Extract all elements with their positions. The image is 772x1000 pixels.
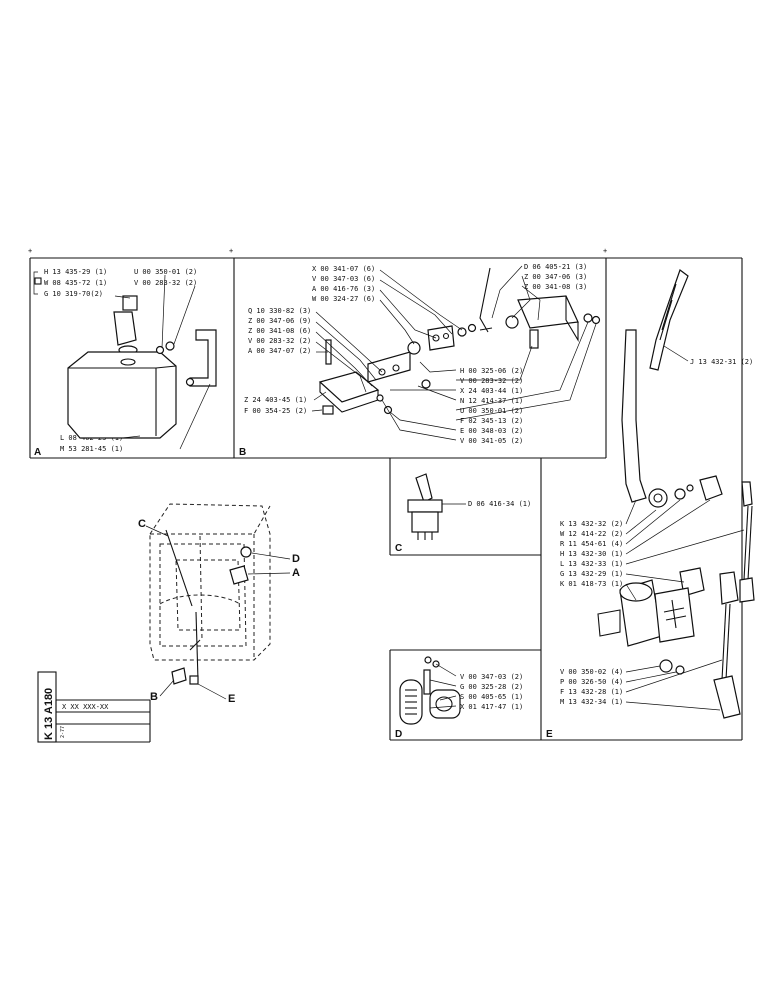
filler-cap-drawing	[113, 295, 138, 355]
part-label: N 12 414-37 (1)	[460, 397, 523, 405]
panel-c: C D 06 416-34 (1)	[395, 473, 531, 554]
part-label: Z 00 347-06 (3)	[524, 273, 587, 281]
part-label: A 00 416-76 (3)	[312, 285, 375, 293]
panel-a-letter: A	[34, 447, 41, 458]
code-box: X XX XXX-XX	[62, 703, 109, 711]
panel-a: A H 13 435-29 (1) W 08 435-72 (1) G 10 3…	[33, 268, 217, 458]
wiper-mount-drawing	[318, 267, 601, 415]
part-label: X 24 403-44 (1)	[460, 387, 523, 395]
part-label: X 01 417-47 (1)	[460, 703, 523, 711]
part-label: G 00 325-28 (2)	[460, 683, 523, 691]
part-label: V 00 283-32 (2)	[460, 377, 523, 385]
svg-text:+: +	[28, 247, 32, 255]
wiper-arm-drawing	[621, 329, 694, 508]
panel-d: D V 00 347-03 (2) G 00 325-28 (2) S 00 4…	[395, 656, 523, 740]
part-label: K 01 418-73 (1)	[560, 580, 623, 588]
part-label: E 00 348-03 (2)	[460, 427, 523, 435]
part-label: Z 00 341-08 (6)	[248, 327, 311, 335]
panel-c-letter: C	[395, 543, 402, 554]
part-label: Z 00 341-08 (3)	[524, 283, 587, 291]
drawing-number: K 13 A180	[43, 688, 55, 740]
svg-text:+: +	[603, 247, 607, 255]
panel-b: B X 00 341-07 (6) V 00 347-03 (6) A 00 4…	[239, 263, 601, 458]
part-label: M 13 432-34 (1)	[560, 698, 623, 706]
part-label: A 00 347-07 (2)	[248, 347, 311, 355]
part-label: G 13 432-29 (1)	[560, 570, 623, 578]
part-label: V 00 347-03 (6)	[312, 275, 375, 283]
part-label: H 13 432-30 (1)	[560, 550, 623, 558]
part-label: U 00 350-01 (2)	[134, 268, 197, 276]
panel-e-letter: E	[546, 729, 553, 740]
cab-overview: C D A B E	[138, 503, 300, 705]
callout-e: E	[228, 693, 235, 705]
part-label: V 00 350-02 (4)	[560, 668, 623, 676]
wiper-linkage-drawing	[679, 475, 755, 719]
title-block: K 13 A180 X XX XXX-XX 2-77	[37, 671, 151, 743]
part-label: W 08 435-72 (1)	[44, 279, 107, 287]
panel-b-letter: B	[239, 447, 246, 458]
panel-d-letter: D	[395, 729, 402, 740]
part-label: V 00 341-05 (2)	[460, 437, 523, 445]
part-label: H 00 325-06 (2)	[460, 367, 523, 375]
part-label: U 00 350-01 (2)	[460, 407, 523, 415]
part-label: F 13 432-28 (1)	[560, 688, 623, 696]
part-label: X 00 341-07 (6)	[312, 265, 375, 273]
wiper-blade-drawing	[649, 269, 689, 371]
part-label: Z 00 347-06 (9)	[248, 317, 311, 325]
callout-a: A	[292, 567, 300, 579]
callout-b: B	[150, 691, 158, 703]
callout-c: C	[138, 518, 146, 530]
panel-e: E J 13 432-31 (2)	[546, 269, 755, 740]
part-label: P 00 326-50 (4)	[560, 678, 623, 686]
part-label: V 00 347-03 (2)	[460, 673, 523, 681]
callout-d: D	[292, 553, 300, 565]
part-label: W 12 414-22 (2)	[560, 530, 623, 538]
part-label: V 00 283-32 (2)	[248, 337, 311, 345]
part-label: D 06 416-34 (1)	[468, 500, 531, 508]
part-label: R 11 454-61 (4)	[560, 540, 623, 548]
sub-code: 2-77	[60, 726, 66, 738]
part-label: H 13 435-29 (1)	[44, 268, 107, 276]
part-label: V 00 283-32 (2)	[134, 279, 197, 287]
part-label: L 13 432-33 (1)	[560, 560, 623, 568]
indicator-light-drawing	[399, 656, 461, 725]
part-label: K 13 432-32 (2)	[560, 520, 623, 528]
part-label: W 00 324-27 (6)	[312, 295, 375, 303]
part-label: F 00 354-25 (2)	[244, 407, 307, 415]
part-label: D 06 405-21 (3)	[524, 263, 587, 271]
svg-text:+: +	[229, 247, 233, 255]
fuel-tank-drawing	[67, 351, 177, 439]
part-label: G 10 319-70(2)	[44, 290, 103, 298]
part-label: M 53 281-45 (1)	[60, 445, 123, 453]
frame: + + +	[28, 247, 743, 741]
wiper-motor-drawing	[597, 579, 695, 675]
part-label: S 00 405-65 (1)	[460, 693, 523, 701]
bracket-drawing	[155, 329, 217, 387]
part-label: F 02 345-13 (2)	[460, 417, 523, 425]
part-label: J 13 432-31 (2)	[690, 358, 753, 366]
part-label: Q 10 330-82 (3)	[248, 307, 311, 315]
toggle-switch-drawing	[407, 473, 443, 540]
part-label: Z 24 403-45 (1)	[244, 396, 307, 404]
